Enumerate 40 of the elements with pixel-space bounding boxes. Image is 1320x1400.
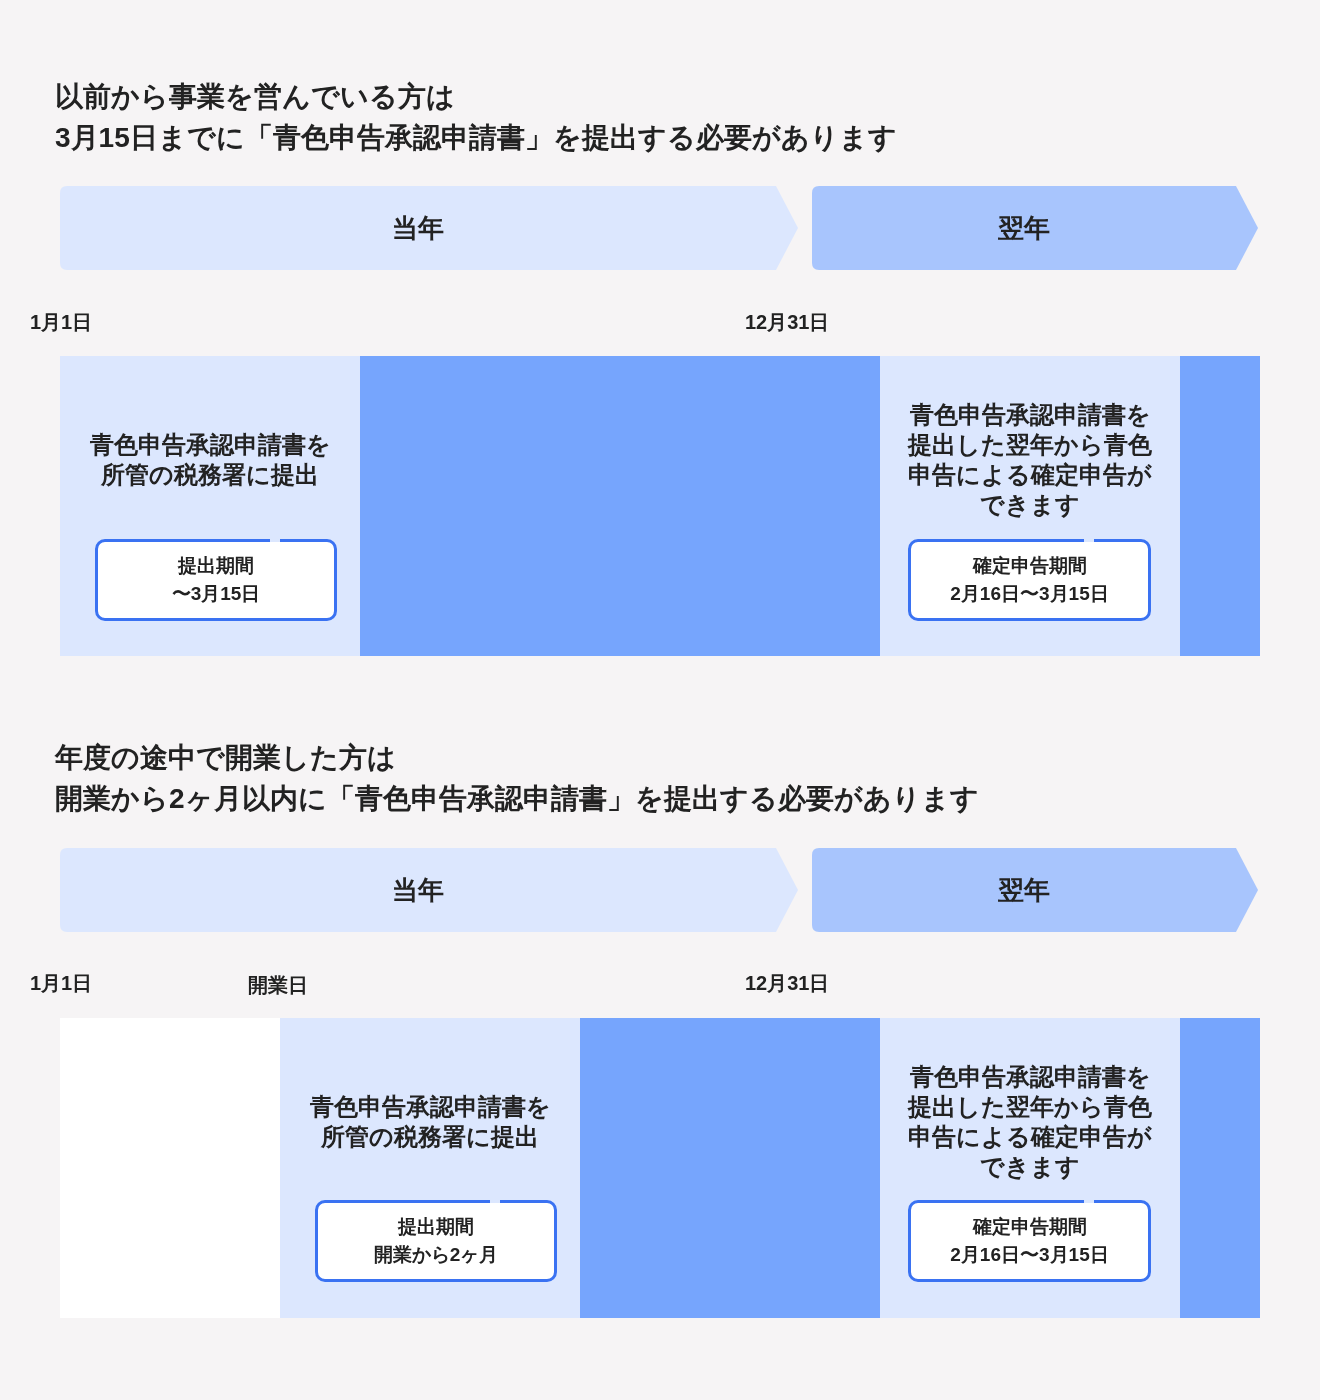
callout-heading: 提出期間 — [178, 554, 254, 578]
segment-text: 青色申告承認申請書を提出した翌年から青色申告による確定申告ができます — [906, 1062, 1153, 1182]
timeline-segment — [280, 1018, 580, 1318]
callout-box — [908, 539, 1151, 621]
timeline-bar — [1180, 356, 1260, 656]
segment-text: 青色申告承認申請書を提出した翌年から青色申告による確定申告ができます — [906, 400, 1153, 520]
timeline-bar — [1180, 1018, 1260, 1318]
year-band — [60, 848, 798, 932]
callout-text: 2月16日〜3月15日 — [950, 582, 1109, 606]
year-band — [812, 186, 1258, 270]
date-label: 12月31日 — [745, 971, 830, 996]
callout-box — [95, 539, 337, 621]
timeline-segment — [60, 356, 360, 656]
segment-text: 青色申告承認申請書を所管の税務署に提出 — [88, 430, 332, 490]
callout-text: 2月16日〜3月15日 — [950, 1243, 1109, 1267]
callout-box — [315, 1200, 557, 1282]
date-label: 1月1日 — [30, 971, 93, 996]
section-heading: 年度の途中で開業した方は開業から2ヶ月以内に「青色申告承認申請書」を提出する必要があります — [55, 741, 980, 816]
band-label: 翌年 — [997, 873, 1051, 907]
segment-text: 青色申告承認申請書を所管の税務署に提出 — [308, 1092, 552, 1152]
callout-box — [908, 1200, 1151, 1282]
year-band — [60, 186, 798, 270]
band-label: 翌年 — [997, 211, 1051, 245]
timeline-block — [60, 1018, 280, 1318]
timeline-bar — [580, 1018, 880, 1318]
band-label: 当年 — [391, 211, 445, 245]
date-label: 開業日 — [248, 973, 308, 998]
timeline-segment — [880, 356, 1180, 656]
band-label: 当年 — [391, 873, 445, 907]
section-heading: 以前から事業を営んでいる方は3月15日までに「青色申告承認申請書」を提出する必要があります — [55, 80, 898, 155]
callout-text: 〜3月15日 — [171, 582, 261, 606]
timeline-segment — [880, 1018, 1180, 1318]
callout-text: 開業から2ヶ月 — [373, 1243, 499, 1267]
callout-heading: 提出期間 — [398, 1215, 474, 1239]
date-label: 1月1日 — [30, 310, 93, 335]
callout-heading: 確定申告期間 — [972, 1215, 1087, 1239]
date-label: 12月31日 — [745, 310, 830, 335]
callout-heading: 確定申告期間 — [972, 554, 1087, 578]
timeline-bar — [360, 356, 880, 656]
year-band — [812, 848, 1258, 932]
